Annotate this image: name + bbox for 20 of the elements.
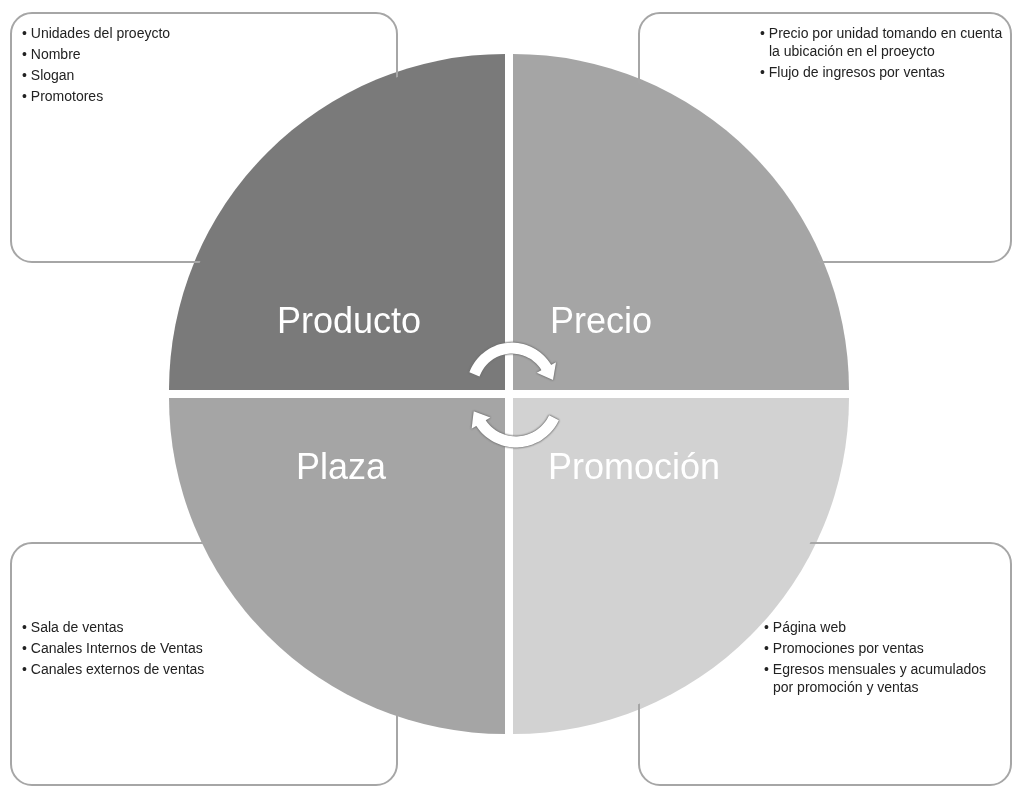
bullet-item: • Canales Internos de Ventas	[22, 639, 204, 657]
rounded-text-box	[10, 542, 398, 786]
bullet-item: • Slogan	[22, 66, 76, 84]
bullet-item: • Egresos mensuales y acumulados por promoción y ventas	[764, 660, 987, 696]
curved-arrow	[471, 411, 560, 448]
bullet-item: • Flujo de ingresos por ventas	[760, 63, 946, 81]
bullet-item: • Sala de ventas	[22, 618, 125, 636]
bullet-item: • Promociones por ventas	[764, 639, 925, 657]
bullet-item: • Canales externos de ventas	[22, 660, 206, 678]
rounded-text-box	[638, 542, 1012, 786]
quadrant-title: Plaza	[296, 446, 387, 488]
quadrant-title: Producto	[277, 300, 422, 342]
bullet-item: • Promotores	[22, 87, 105, 105]
quadrant-title: Precio	[550, 300, 653, 342]
bullet-item: • Unidades del proeycto	[22, 24, 172, 42]
rounded-text-box	[10, 12, 398, 263]
bullet-item: • Precio por unidad tomando en cuenta la ubicación en el proeycto	[760, 24, 1004, 60]
rounded-text-box	[638, 12, 1012, 263]
bullet-item: • Nombre	[22, 45, 82, 63]
bullet-item: • Página web	[764, 618, 847, 636]
